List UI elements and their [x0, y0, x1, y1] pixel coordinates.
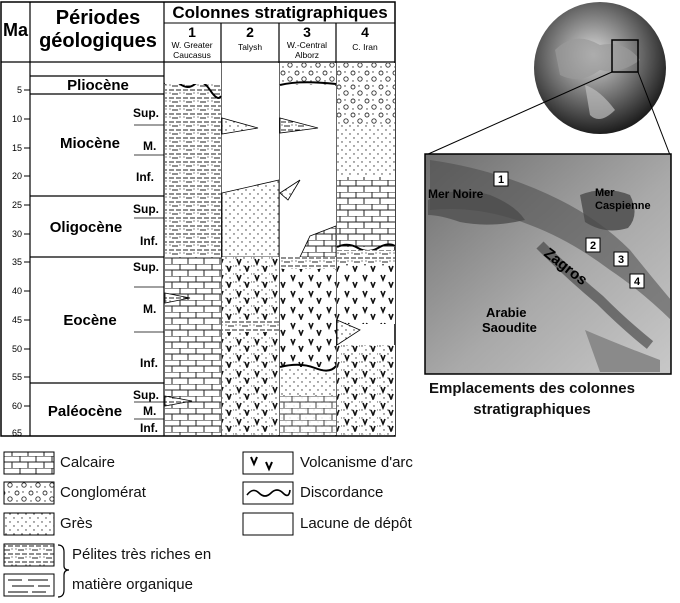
map-label-arabie: Arabie: [486, 305, 526, 320]
map-label-mer-caspienne-1: Mer: [595, 187, 615, 199]
subperiod-label: Sup.: [133, 202, 159, 216]
subperiod-label: M.: [143, 139, 156, 153]
map-marker-4-label: 4: [634, 276, 641, 288]
globe: [534, 2, 666, 134]
ma-tick: 40: [12, 286, 22, 296]
map-label-mer-noire: Mer Noire: [428, 187, 484, 201]
legend-label-gres: Grès: [60, 515, 93, 532]
map-marker-1: [493, 171, 509, 187]
ma-tick: 35: [12, 257, 22, 267]
legend-label-pelites-2: matière organique: [72, 576, 193, 593]
subperiod-label: Inf.: [140, 421, 158, 435]
ma-tick: 15: [12, 143, 22, 153]
map-caption: Emplacements des colonnes stratigraphiqu…: [412, 378, 652, 420]
legend-label-pelites-1: Pélites très riches en: [72, 546, 212, 563]
legend-swatch-pelites-1: [3, 543, 55, 567]
column-3-number: 3: [303, 24, 311, 40]
legend-label-lacune: Lacune de dépôt: [300, 515, 412, 532]
map-marker-2-label: 2: [590, 240, 596, 252]
column-1-name: W. Greater: [171, 40, 212, 50]
legend-swatch-lacune: [242, 512, 294, 536]
legend-swatch-discordance: [242, 481, 294, 505]
strat-table: Ma Périodes géologiques Colonnes stratig…: [0, 1, 396, 438]
legend-swatch-conglomerat: [3, 481, 55, 505]
ma-scale: 5 10 15 20 25 30 35 40 45 50 55 60 65: [12, 85, 30, 438]
ma-tick: 30: [12, 229, 22, 239]
subperiod-label: Sup.: [133, 260, 159, 274]
map-caption-line2: stratigraphiques: [473, 401, 591, 418]
period-oligocene: Oligocène: [50, 219, 123, 236]
map-marker-1-label: 1: [498, 174, 504, 186]
map-marker-4: [629, 273, 645, 289]
period-paleocene: Paléocène: [48, 403, 122, 420]
periods-header-line2: géologiques: [39, 30, 157, 52]
map-label-mer-caspienne-2: Caspienne: [595, 200, 651, 212]
legend-label-volcanisme: Volcanisme d'arc: [300, 454, 413, 471]
column-4-number: 4: [361, 24, 369, 40]
legend-label-discordance: Discordance: [300, 484, 384, 501]
legend-brace: [57, 544, 70, 598]
ma-tick: 50: [12, 344, 22, 354]
ma-tick: 60: [12, 401, 22, 411]
column-2-strata: [221, 63, 280, 435]
map-marker-2: [585, 237, 601, 253]
legend: [3, 451, 294, 598]
periods-header-line1: Périodes: [56, 7, 140, 29]
ma-tick: 20: [12, 171, 22, 181]
subperiod-label: Inf.: [136, 170, 154, 184]
subperiod-label: Sup.: [133, 106, 159, 120]
ma-tick: 65: [12, 428, 22, 438]
column-3-name-2: Alborz: [295, 50, 319, 60]
column-2-name: Talysh: [238, 42, 262, 52]
columns-header: Colonnes stratigraphiques: [172, 3, 387, 22]
legend-label-conglomerat: Conglomérat: [60, 484, 146, 501]
period-miocene: Miocène: [60, 135, 120, 152]
column-2-number: 2: [246, 24, 254, 40]
column-1-number: 1: [188, 24, 196, 40]
map-caption-line1: Emplacements des colonnes: [429, 380, 635, 397]
globe-location-box: [611, 39, 639, 73]
legend-swatch-gres: [3, 512, 55, 536]
ma-tick: 45: [12, 315, 22, 325]
period-pliocene: Pliocène: [67, 77, 129, 94]
map-marker-3-label: 3: [618, 254, 624, 266]
subperiod-label: Sup.: [133, 388, 159, 402]
ma-header: Ma: [3, 20, 29, 40]
regional-map: Mer Noire Mer Caspienne Zagros Arabie Sa…: [424, 153, 672, 375]
subperiod-label: Inf.: [140, 356, 158, 370]
column-1-name-2: Caucasus: [173, 50, 211, 60]
column-4-name: C. Iran: [352, 42, 378, 52]
subperiod-label: M.: [143, 404, 156, 418]
map-label-saoudite: Saoudite: [482, 320, 537, 335]
subperiod-label: Inf.: [140, 234, 158, 248]
subperiod-label: M.: [143, 302, 156, 316]
legend-swatch-calcaire: [3, 451, 55, 475]
legend-swatch-volcanisme: [242, 451, 294, 475]
ma-tick: 10: [12, 114, 22, 124]
period-eocene: Eocène: [63, 312, 116, 329]
column-4-strata: [336, 63, 396, 435]
ma-tick: 55: [12, 372, 22, 382]
legend-swatch-pelites-2: [3, 573, 55, 597]
column-3-name: W.-Central: [287, 40, 327, 50]
column-1-strata: [164, 63, 222, 435]
ma-tick: 25: [12, 200, 22, 210]
legend-label-calcaire: Calcaire: [60, 454, 116, 471]
column-3-strata: [279, 63, 337, 435]
map-marker-3: [613, 251, 629, 267]
ma-tick: 5: [17, 85, 22, 95]
